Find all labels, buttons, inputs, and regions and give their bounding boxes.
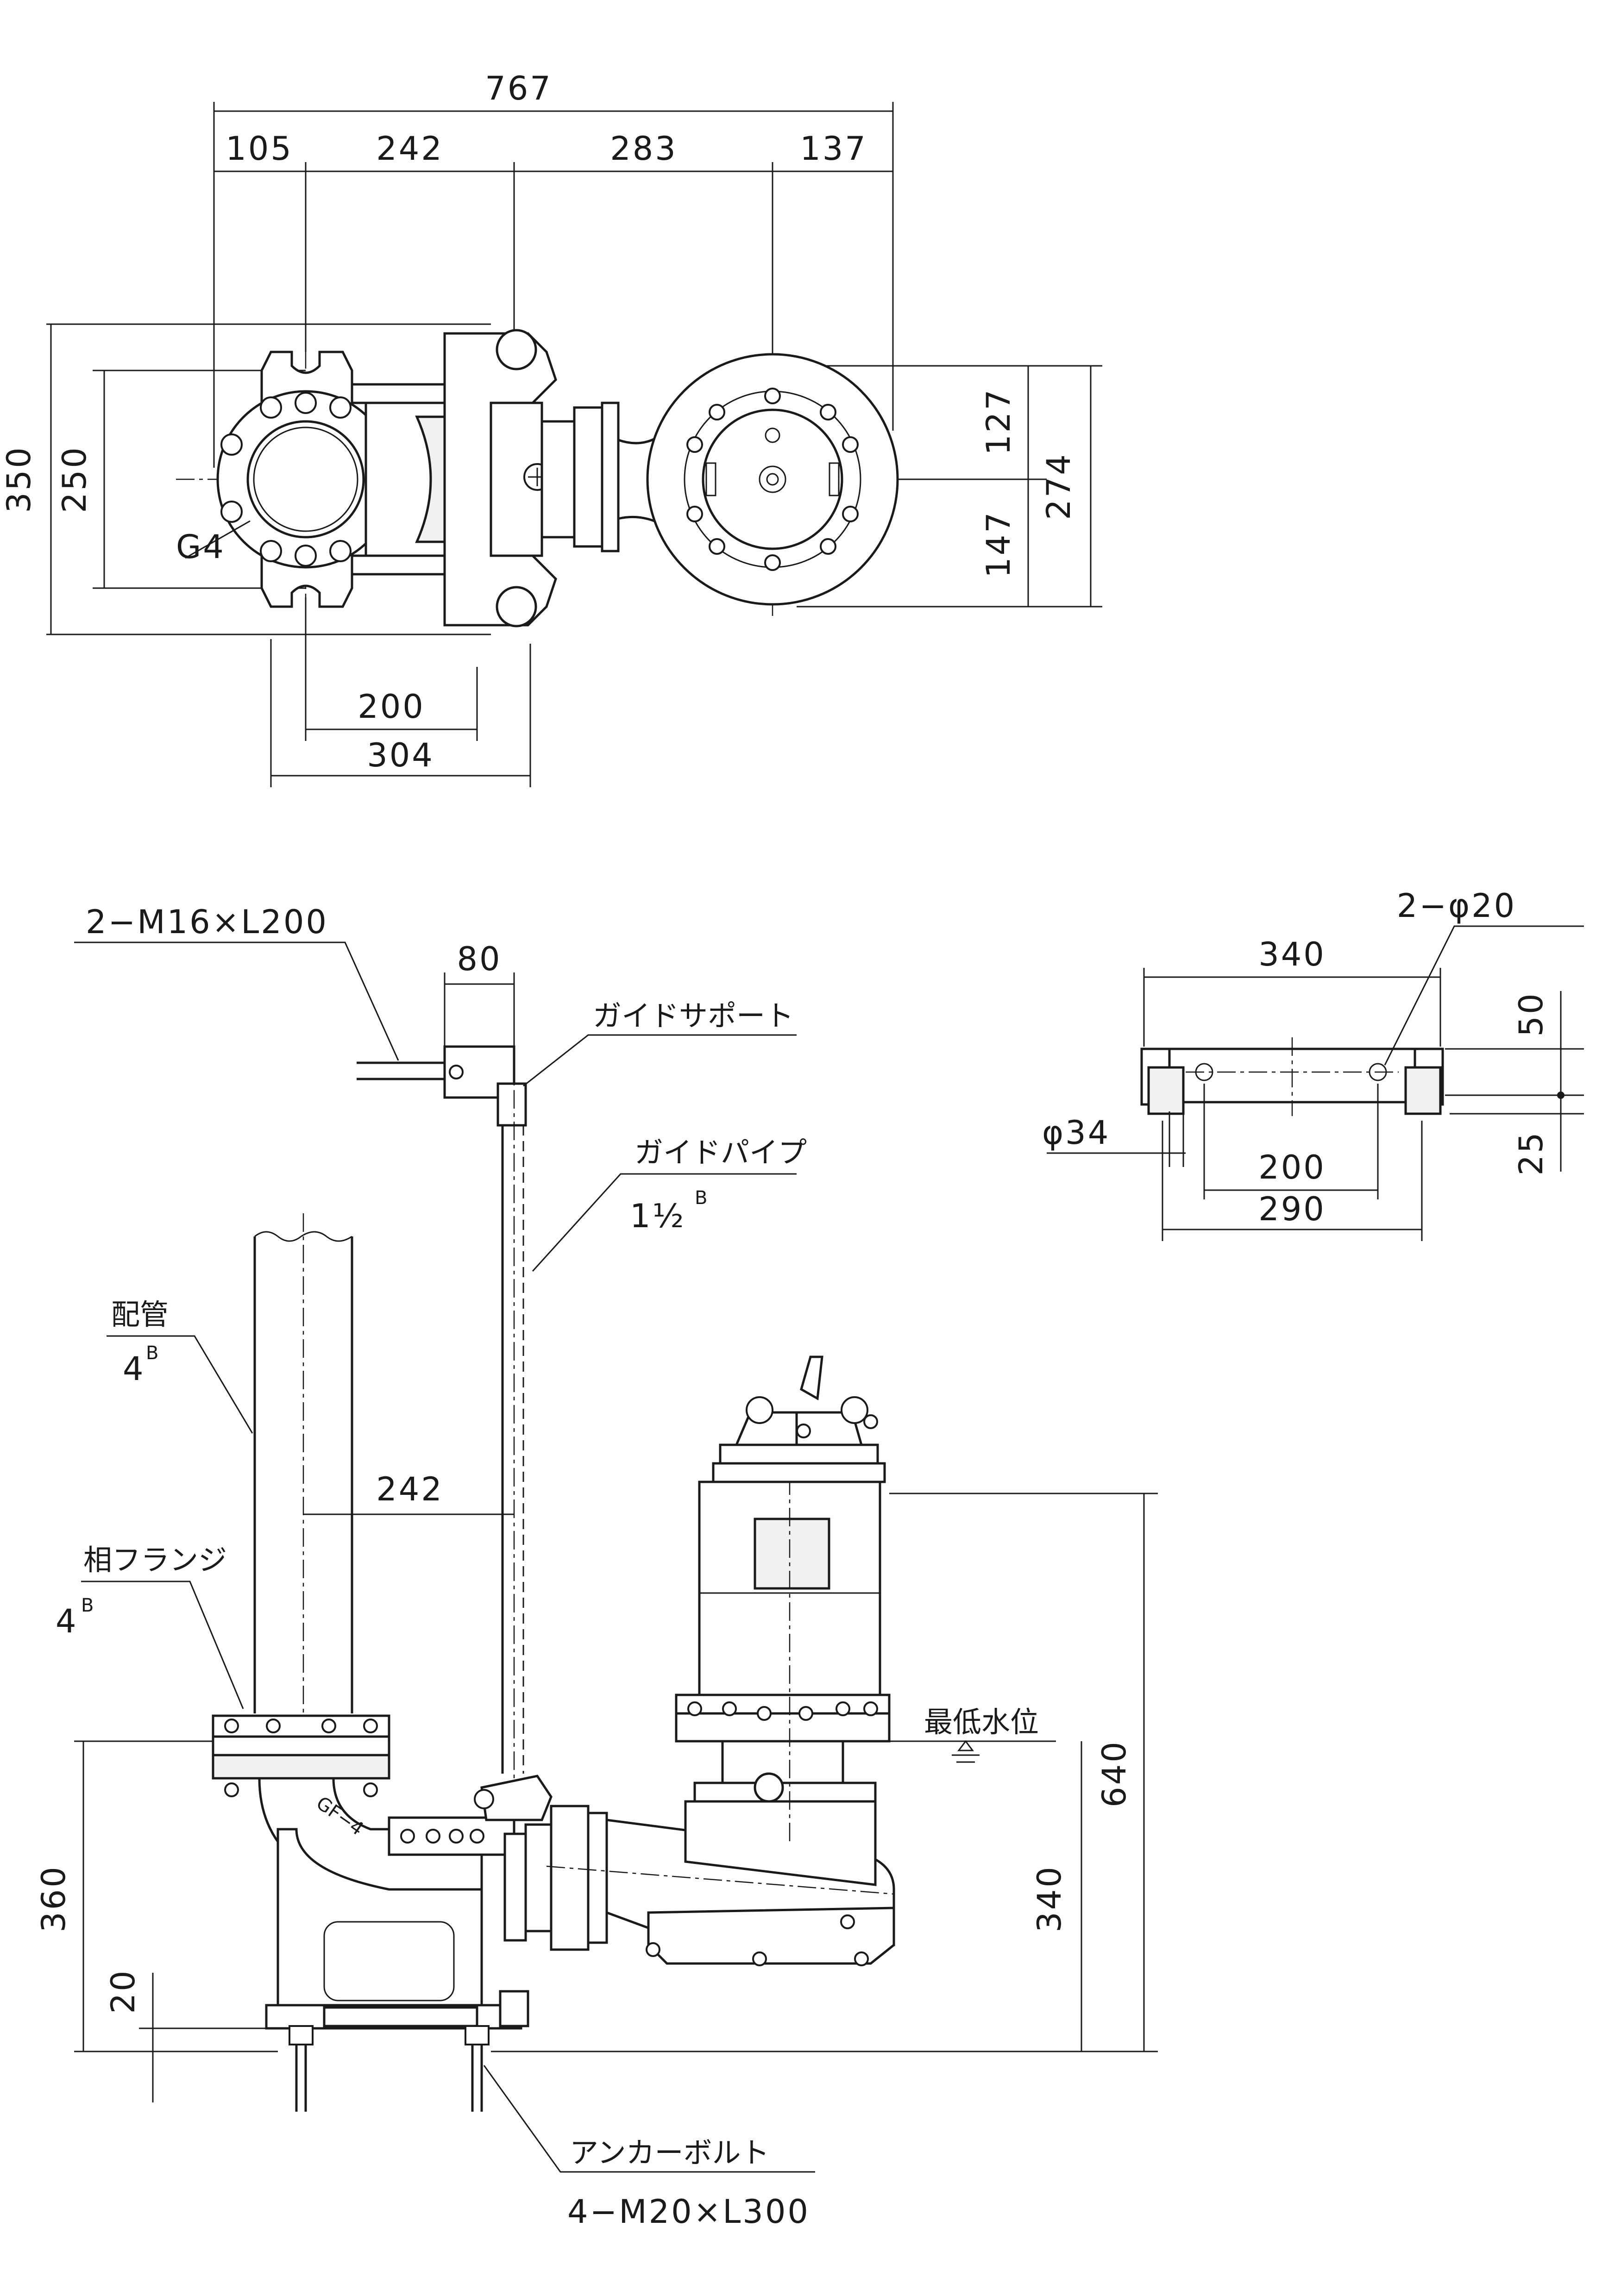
anchor-bolts — [289, 2025, 490, 2112]
side-view: 2−M16×L200 80 ガイドサポート ガイドパイプ 1½ B 配管 4 B — [35, 903, 1158, 2231]
guide-bolt-label: 2−M16×L200 — [86, 903, 328, 941]
dim-200-top: 200 — [358, 688, 425, 726]
base-stand — [276, 1828, 483, 2007]
companion-flange-label: 相フランジ — [83, 1543, 227, 1577]
dim-80: 80 — [457, 940, 502, 978]
lowest-water-level-label: 最低水位 — [924, 1705, 1039, 1739]
guide-pipe-size: 1½ — [630, 1197, 685, 1235]
casing-bolts — [686, 388, 859, 571]
flange-label-g4: G4 — [176, 528, 226, 566]
dim-640: 640 — [1095, 1740, 1133, 1807]
companion-flange-size: 4 — [56, 1602, 78, 1640]
dim-50: 50 — [1512, 991, 1550, 1036]
dim-242-side: 242 — [376, 1470, 444, 1508]
guide-arm-lower — [351, 554, 460, 576]
dim-250: 250 — [56, 445, 94, 513]
dim-127: 127 — [980, 388, 1018, 455]
dim-290: 290 — [1258, 1190, 1326, 1228]
anchor-bolt-label: アンカーボルト — [570, 2136, 770, 2170]
dim-360: 360 — [35, 1865, 73, 1932]
piping-size: 4 — [123, 1350, 145, 1388]
bracket-view: 340 2−φ20 50 25 φ34 200 290 — [1042, 887, 1584, 1241]
phi34-label: φ34 — [1042, 1114, 1110, 1152]
guide-arm-upper — [351, 383, 460, 404]
dim-340-side: 340 — [1030, 1865, 1068, 1932]
motor-flange — [675, 1712, 891, 1743]
companion-flange-bolts — [224, 1719, 378, 1797]
pump-body-side — [524, 1805, 895, 1966]
holes-label: 2−φ20 — [1397, 887, 1516, 925]
companion-flange — [212, 1714, 390, 1738]
dim-137: 137 — [800, 130, 867, 168]
guide-support-label: ガイドサポート — [593, 999, 794, 1033]
dim-274: 274 — [1040, 452, 1078, 520]
dim-340-bracket: 340 — [1258, 935, 1326, 973]
motor-top-flange — [712, 1462, 886, 1483]
guide-pipe-unit: B — [695, 1187, 707, 1209]
dim-200-bracket: 200 — [1258, 1148, 1326, 1186]
dim-147: 147 — [980, 510, 1018, 578]
dim-242: 242 — [376, 130, 444, 168]
dim-350: 350 — [0, 445, 38, 513]
dim-20: 20 — [104, 1969, 142, 2014]
dim-105: 105 — [226, 130, 293, 168]
top-view: 767 105 242 283 137 350 250 127 147 274 … — [0, 69, 1102, 787]
dim-283: 283 — [610, 130, 678, 168]
guide-pipe-label: ガイドパイプ — [635, 1135, 807, 1169]
piping-unit: B — [146, 1342, 158, 1364]
piping-label: 配管 — [111, 1298, 169, 1331]
companion-flange-unit: B — [81, 1595, 94, 1616]
anchor-bolt-spec: 4−M20×L300 — [567, 2193, 810, 2231]
dim-25: 25 — [1512, 1130, 1550, 1175]
dim-304: 304 — [367, 736, 434, 774]
manufacturer-mark — [323, 2006, 478, 2027]
dim-767: 767 — [485, 69, 553, 107]
